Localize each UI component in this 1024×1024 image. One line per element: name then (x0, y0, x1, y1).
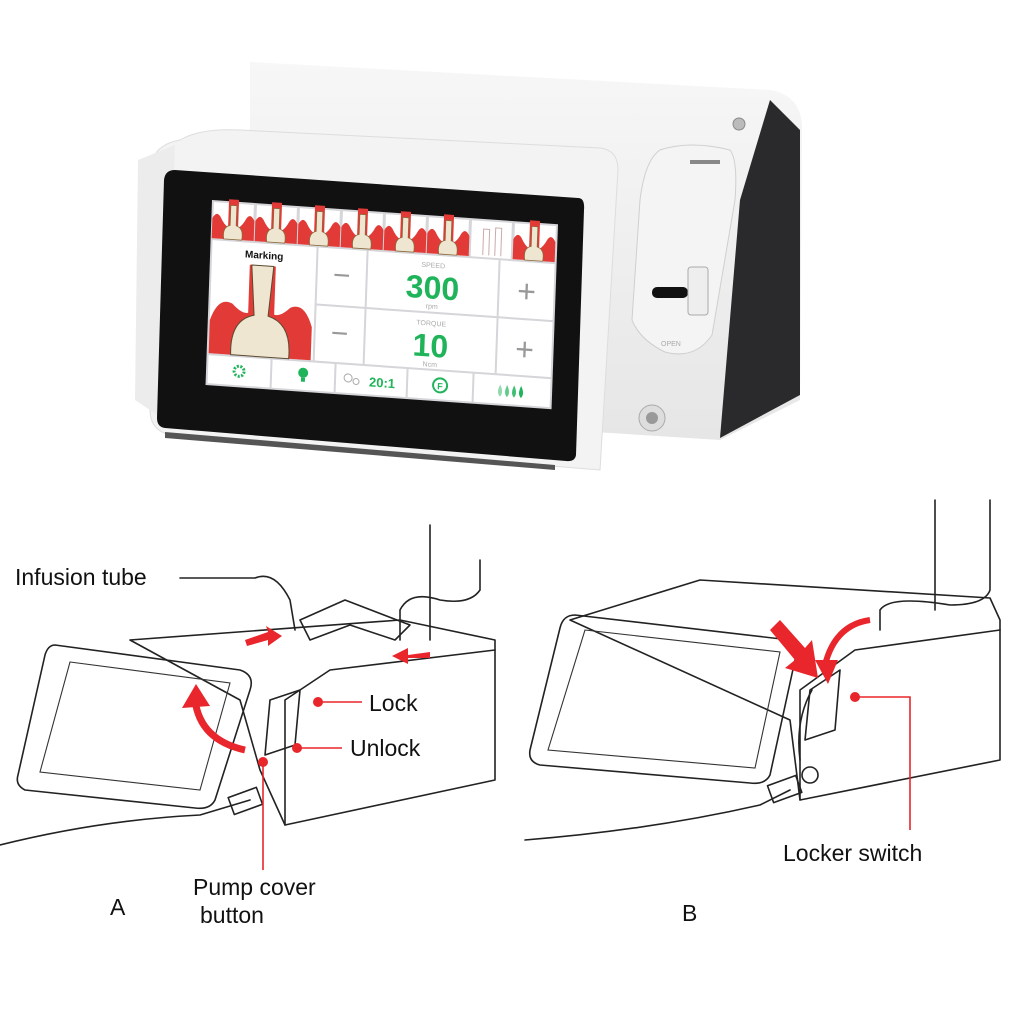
tube-inlet (652, 287, 688, 298)
torque-control: − TORQUE 10 Ncm + (314, 305, 553, 378)
arrow-left (392, 648, 430, 664)
svg-text:−: − (330, 317, 349, 351)
step-thumbnail[interactable] (340, 206, 385, 251)
device-base-stripe (165, 432, 555, 470)
callout-lock: Lock (369, 690, 418, 716)
arrow-curved-close (822, 617, 871, 666)
procedure-panel: Marking (208, 240, 317, 361)
gear-ratio-value: 20:1 (369, 374, 396, 391)
svg-text:F: F (437, 381, 443, 391)
step-thumbnail[interactable] (470, 220, 512, 260)
unit-body-outline (569, 579, 1001, 801)
settings-gear-icon (232, 364, 246, 378)
procedure-title: Marking (245, 249, 284, 263)
torque-plus-button[interactable] (496, 318, 553, 378)
torque-minus-button[interactable] (314, 305, 365, 364)
callout-pump-cover-line2: button (200, 902, 264, 928)
torque-unit: Ncm (422, 361, 437, 369)
forward-rotation-icon: F (432, 377, 449, 394)
step-thumbnail[interactable] (426, 212, 471, 257)
ratio-button[interactable] (335, 364, 407, 398)
handpiece-cable (524, 789, 791, 841)
device-side-panel (720, 100, 800, 438)
speed-value: 300 (405, 268, 460, 308)
step-thumbnail[interactable] (297, 203, 342, 248)
callout-unlock: Unlock (350, 735, 421, 761)
diagram-a: Infusion tube Lock Unlock Pump cover but… (0, 524, 496, 928)
touch-screen: Marking − SPEED 300 rpm + − TORQUE 10 (205, 197, 558, 410)
pump-recess (804, 669, 841, 741)
surgical-motor-device: Marking − SPEED 300 rpm + − TORQUE 10 (135, 62, 802, 471)
svg-text:+: + (517, 273, 537, 310)
irrigation-drops-icon (498, 384, 524, 399)
step-thumbnails (211, 197, 557, 263)
gear-ratio-icon (343, 373, 360, 386)
torque-label: TORQUE (416, 320, 446, 329)
settings-button[interactable] (207, 355, 271, 388)
infusion-tube-line (798, 499, 991, 761)
pump-cover[interactable] (631, 144, 737, 355)
top-screw (732, 117, 746, 131)
screen-panel-outline (16, 644, 253, 810)
speed-unit: rpm (426, 303, 438, 311)
callout-locker-switch: Locker switch (783, 840, 922, 866)
connector (801, 766, 819, 784)
diagram-label-b: B (682, 900, 697, 926)
arrow-right (245, 626, 282, 646)
pump-cover-slot (690, 160, 720, 164)
torque-value: 10 (412, 326, 449, 364)
speed-label: SPEED (421, 262, 445, 271)
speed-minus-button[interactable] (316, 247, 367, 307)
handpiece-plug (227, 786, 264, 816)
callout-pump-cover-line1: Pump cover (193, 874, 316, 900)
svg-text:+: + (515, 331, 535, 368)
speed-control: − SPEED 300 rpm + (316, 247, 555, 321)
pump-open-label: OPEN (661, 341, 681, 348)
step-thumbnail[interactable] (211, 197, 256, 242)
arrow-curved-open (191, 699, 246, 754)
step-thumbnail[interactable] (254, 200, 299, 245)
rotation-direction-button[interactable] (407, 369, 473, 402)
unit-body-outline (129, 619, 496, 826)
arrow-press (770, 620, 818, 678)
handpiece-cable (0, 799, 251, 846)
diagram-b: Locker switch B (524, 499, 1001, 926)
step-thumbnail[interactable] (383, 209, 428, 254)
infusion-tube-line (179, 524, 481, 641)
pump-cover-open (299, 599, 411, 641)
callout-infusion-tube: Infusion tube (15, 564, 147, 590)
handpiece-plug (766, 774, 803, 804)
pump-lock-slider[interactable] (687, 266, 709, 316)
irrigation-button[interactable] (473, 373, 551, 408)
light-bulb-icon (298, 367, 309, 382)
svg-text:−: − (332, 259, 351, 293)
speed-plus-button[interactable] (498, 260, 555, 321)
step-thumbnail[interactable] (512, 218, 557, 263)
diagram-label-a: A (110, 894, 126, 920)
bottom-toolbar: 20:1 F (207, 355, 551, 408)
